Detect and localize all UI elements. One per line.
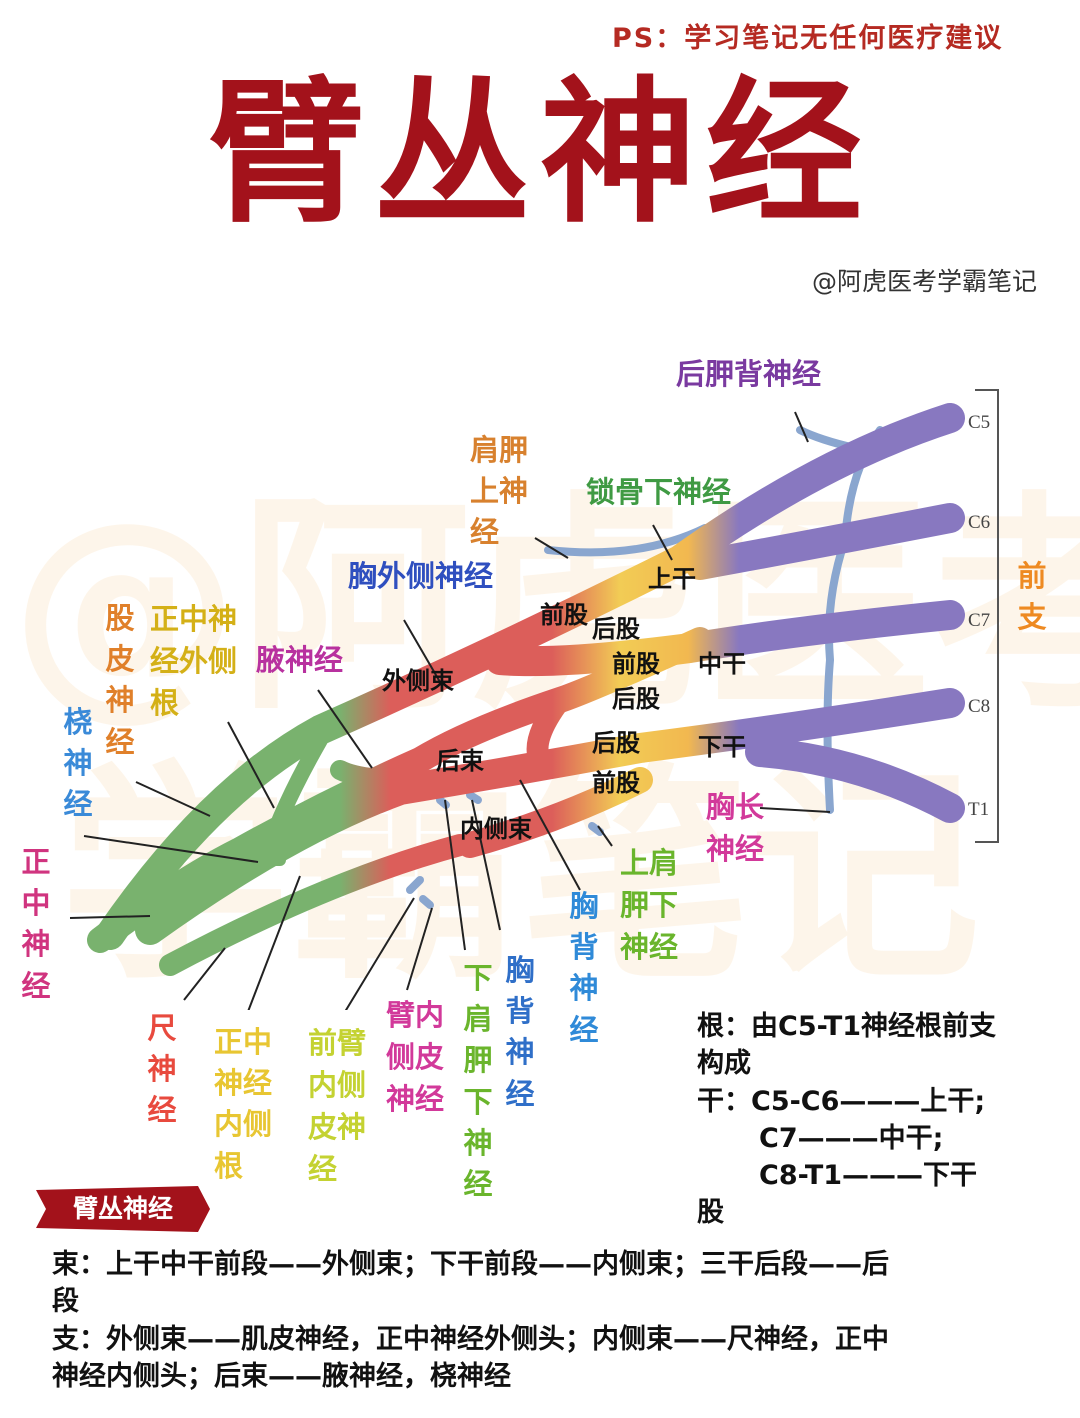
label-median-nerve: 正中神经 <box>21 845 51 1003</box>
label-posterior-division-3: 后股 <box>592 729 640 757</box>
note-cord-line-1: 束：上干中干前段——外侧束；下干前段——内侧束；三干后段——后 <box>52 1249 889 1280</box>
ribbon-label: 臂丛神经 <box>72 1194 173 1223</box>
label-anterior-division-1: 前股 <box>540 601 588 629</box>
section-ribbon: 臂丛神经 <box>36 1186 210 1232</box>
label-lateral-pectoral-nerve: 胸外侧神经 <box>348 559 494 593</box>
leader-lines <box>69 411 831 1010</box>
label-lower-trunk: 下干 <box>698 733 746 761</box>
root-bracket <box>975 389 999 843</box>
label-middle-trunk: 中干 <box>698 650 746 678</box>
label-long-thoracic-nerve: 胸长神经 <box>706 790 765 867</box>
label-axillary-nerve: 腋神经 <box>256 643 344 677</box>
label-median-nerve-medial-root: 正中神经内侧根 <box>214 1025 273 1183</box>
label-anterior-division-2: 前股 <box>612 650 660 678</box>
label-anterior-division-3: 前股 <box>592 769 640 797</box>
root-label-c8: C8 <box>968 696 990 717</box>
ribbon-shape <box>36 1186 210 1232</box>
label-posterior-division-1: 后股 <box>592 615 640 643</box>
label-medial-brachial-cutaneous-nerve: 臂内侧皮神经 <box>386 998 445 1117</box>
label-median-nerve-lateral-root: 正中神经外侧根 <box>150 602 238 721</box>
label-upper-subscapular-nerve: 上肩胛下神经 <box>620 846 679 965</box>
root-label-c5: C5 <box>968 412 990 433</box>
label-ulnar-nerve: 尺神经 <box>147 1011 177 1128</box>
label-posterior-division-2: 后股 <box>612 685 660 713</box>
page-title: 臂丛神经 <box>208 62 872 244</box>
label-suprascapular-nerve: 肩胛上神经 <box>470 433 529 550</box>
label-upper-trunk: 上干 <box>648 565 696 593</box>
label-lower-subscapular-nerve: 下肩胛下神经 <box>463 961 493 1201</box>
label-lateral-cord: 外侧束 <box>382 667 454 695</box>
note-trunk-line-3: C8-T1———下干 <box>759 1160 978 1191</box>
notes-cords-branches: 束：上干中干前段——外侧束；下干前段——内侧束；三干后段——后 段 支：外侧束—… <box>52 1246 1042 1395</box>
note-trunk-line-1: 干：C5-C6———上干; <box>697 1085 986 1117</box>
notes-roots-trunks: 根：由C5-T1神经根前支 构成 干：C5-C6———上干; C7———中干; … <box>697 1008 1067 1232</box>
author-handle: @阿虎医考学霸笔记 <box>812 267 1038 296</box>
note-root-line-1: 根：由C5-T1神经根前支 <box>697 1011 997 1042</box>
note-trunk-line-2: C7———中干; <box>759 1122 944 1154</box>
root-label-c7: C7 <box>968 610 990 631</box>
label-medial-antebrachial-cutaneous-nerve: 前臂内侧皮神经 <box>308 1026 367 1187</box>
label-musculocutaneous-nerve: 股皮神经 <box>105 601 135 759</box>
note-branch-line-1: 支：外侧束——肌皮神经，正中神经外侧头；内侧束——尺神经，正中 <box>52 1323 889 1355</box>
label-thoracodorsal-nerve-1: 胸背神经 <box>505 953 535 1111</box>
label-thoracodorsal-nerve-2: 胸背神经 <box>569 889 599 1047</box>
disclaimer-note: PS：学习笔记无任何医疗建议 <box>612 23 1004 54</box>
root-label-c6: C6 <box>968 512 990 533</box>
label-posterior-cord: 后束 <box>436 747 484 775</box>
note-trunk-line-4: 股 <box>697 1197 724 1229</box>
brachial-plexus-illustration: C5 C6 C7 C8 T1 <box>69 389 999 1010</box>
note-root-line-2: 构成 <box>697 1048 751 1080</box>
label-radial-nerve: 桡神经 <box>63 705 93 822</box>
label-dorsal-scapular-nerve: 后胛背神经 <box>676 357 822 391</box>
nerve-trunks <box>87 403 965 976</box>
label-medial-cord: 内侧束 <box>460 815 532 843</box>
note-branch-line-2: 神经内侧头；后束——腋神经，桡神经 <box>52 1360 511 1392</box>
root-label-t1: T1 <box>968 799 989 820</box>
note-cord-line-2: 段 <box>52 1286 79 1318</box>
label-subclavian-nerve: 锁骨下神经 <box>586 475 732 509</box>
label-anterior-rami: 前支 <box>1017 559 1047 635</box>
